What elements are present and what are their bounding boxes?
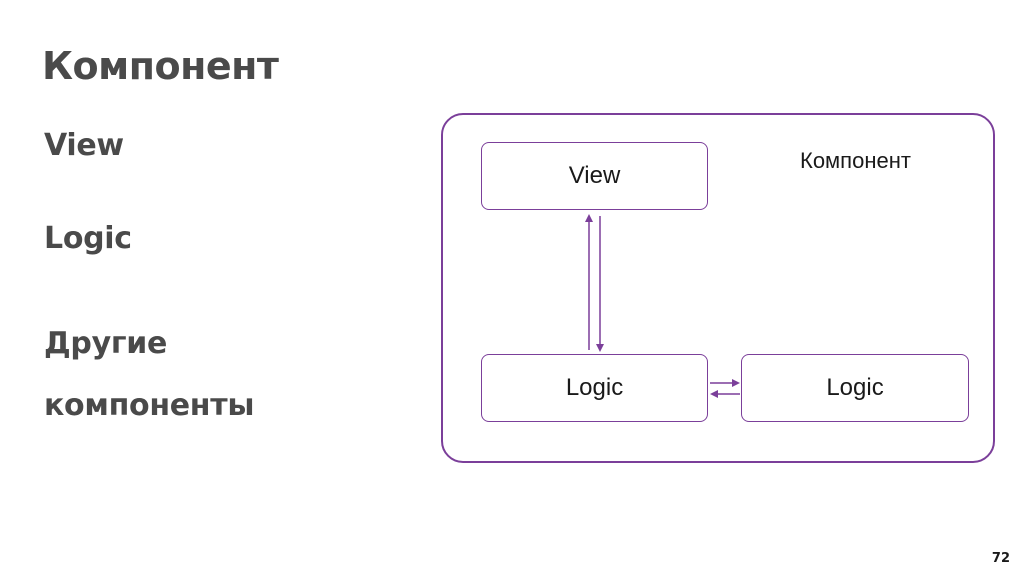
component-container [441, 113, 995, 463]
slide-title: Компонент [42, 44, 279, 88]
view-node: View [481, 142, 708, 210]
logic-node-label: Logic [565, 374, 624, 401]
other-component-logic-node: Logic [741, 354, 969, 422]
bullet-other-components: Другие компоненты [44, 326, 255, 423]
bullet-logic: Logic [44, 221, 132, 256]
view-node-label: View [568, 162, 621, 189]
logic-node: Logic [481, 354, 708, 422]
page-number: 72 [991, 551, 1010, 566]
bullet-view: View [44, 128, 124, 163]
component-container-label: Компонент [800, 148, 911, 173]
other-component-logic-node-label: Logic [826, 374, 884, 401]
